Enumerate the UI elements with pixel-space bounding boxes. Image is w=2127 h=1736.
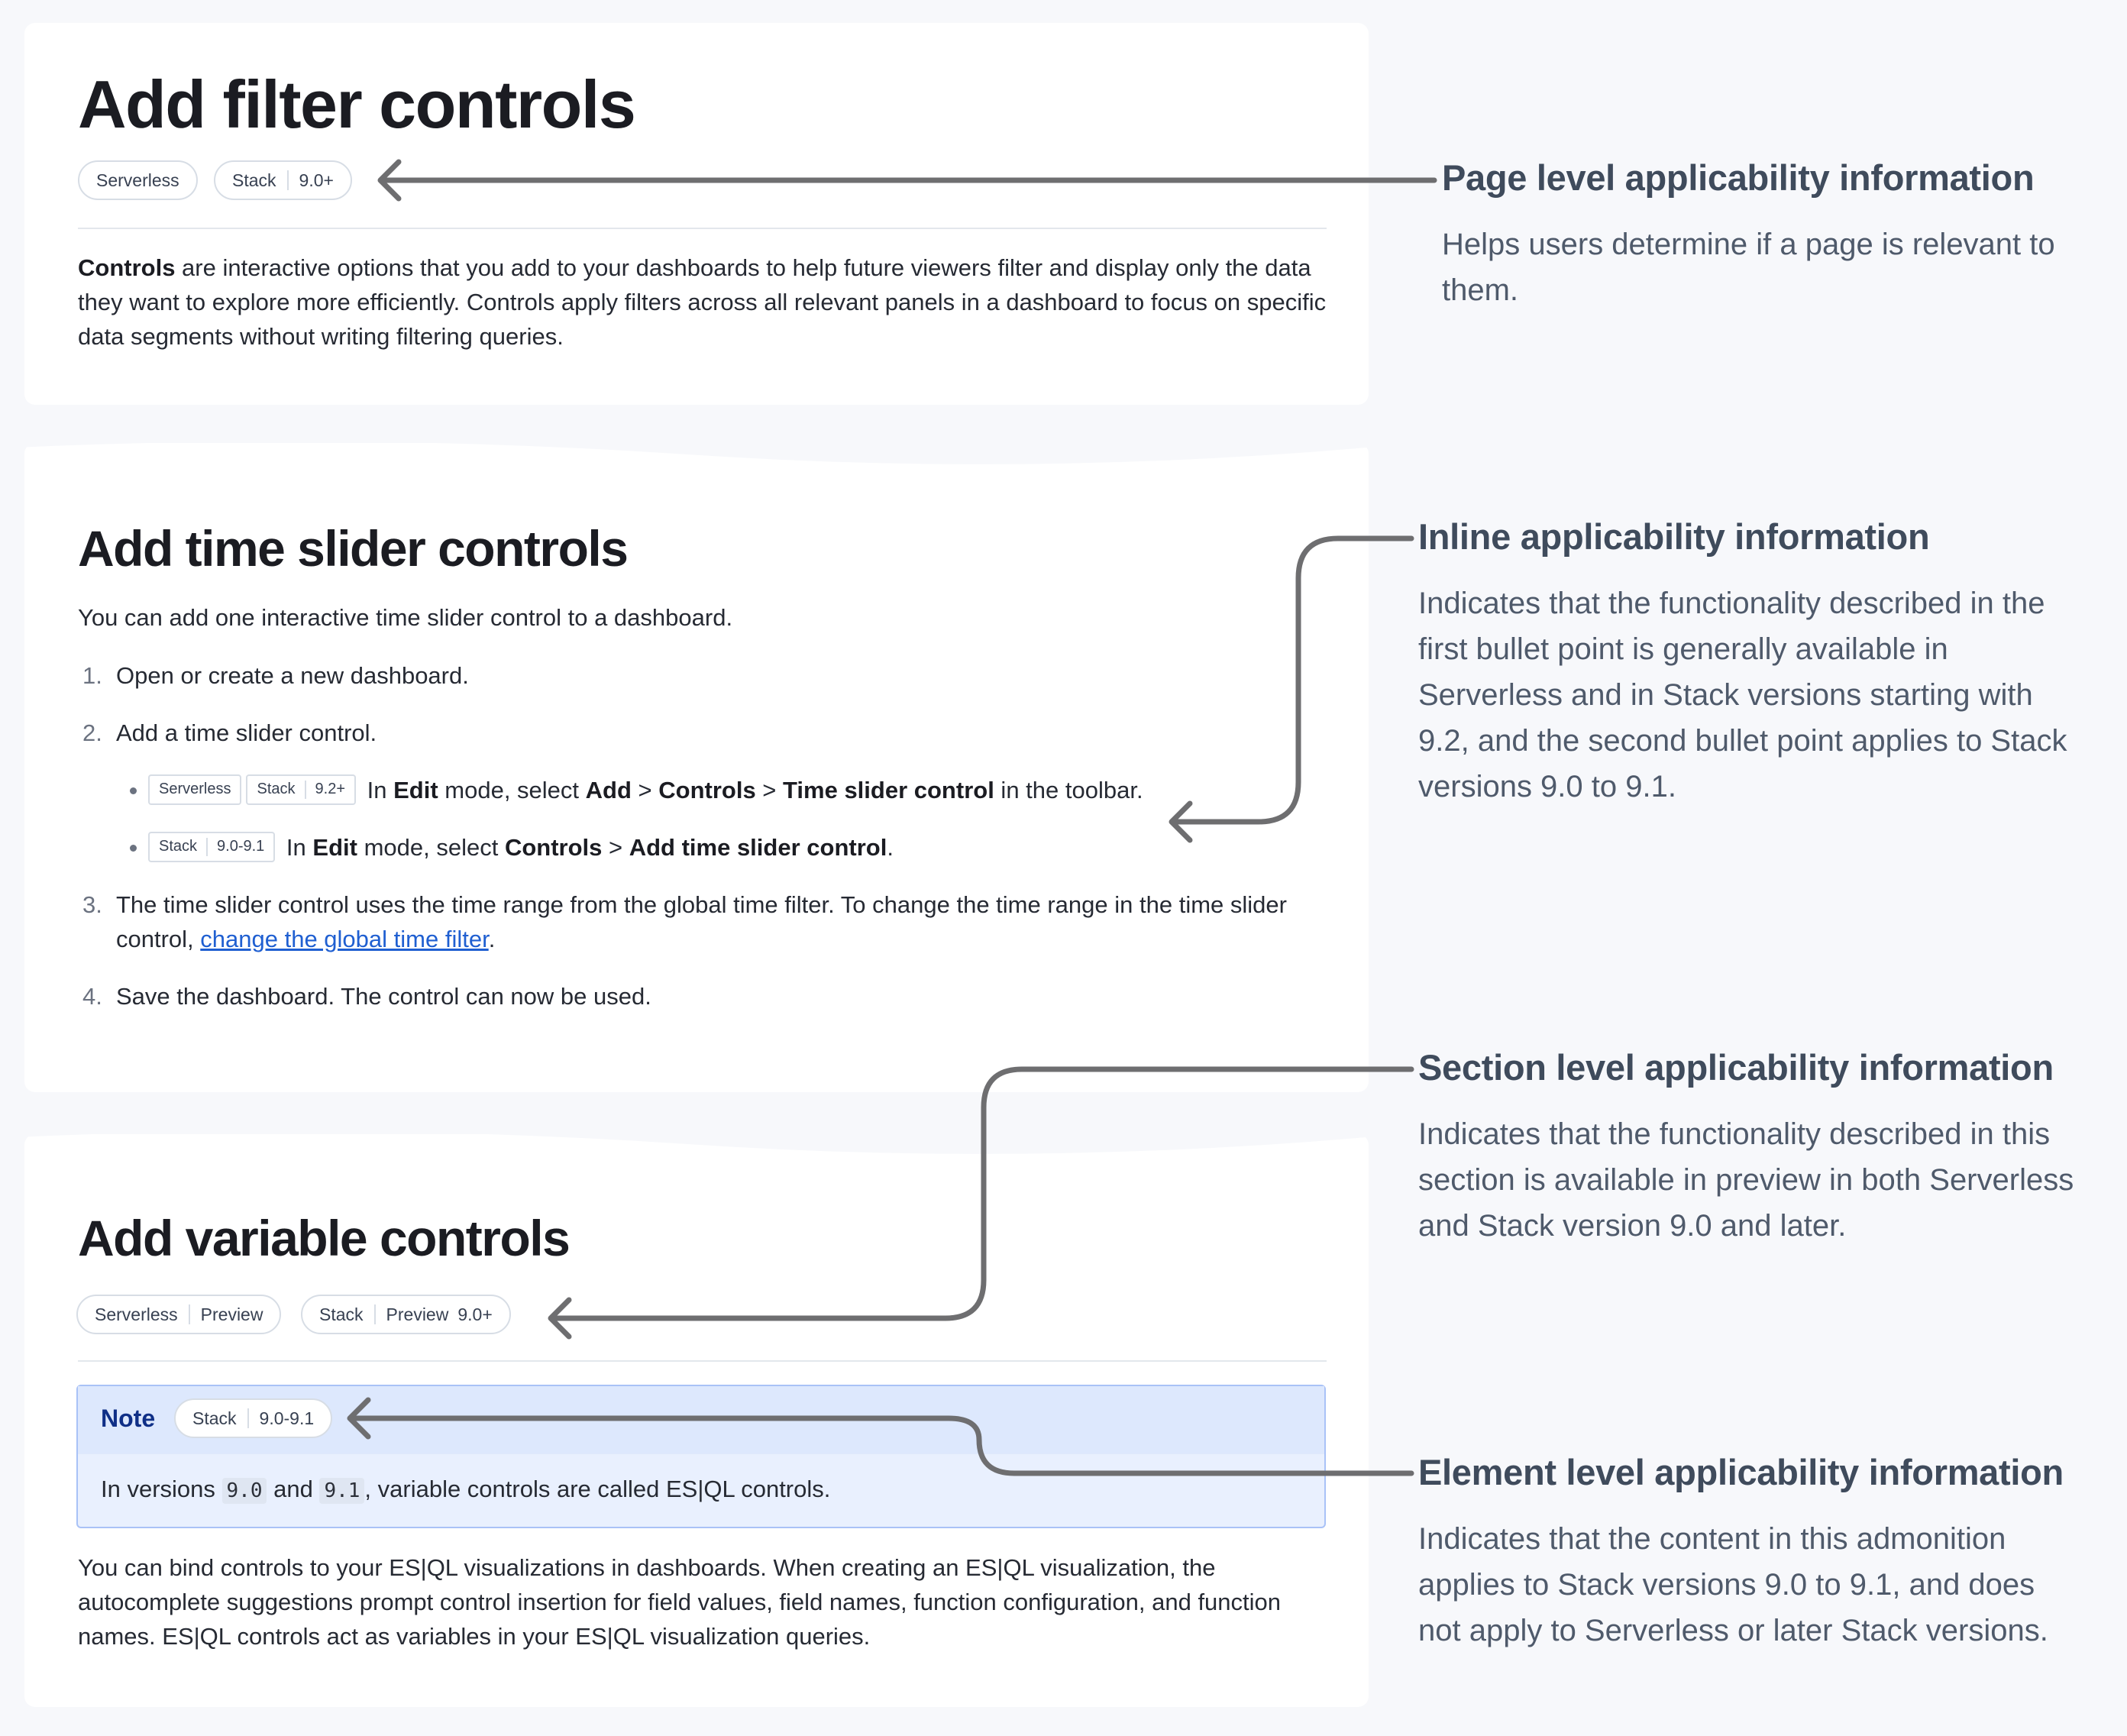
page-badge-serverless: Serverless (78, 160, 198, 200)
inline-badge-serverless: Serverless (148, 774, 242, 805)
time-slider-intro: You can add one interactive time slider … (78, 604, 733, 631)
arrow-head-element-level (347, 1397, 371, 1440)
arrow-head-inline-level (1169, 800, 1193, 843)
element-badge-stack-90-91: Stack 9.0-9.1 (174, 1398, 333, 1438)
variable-section-card: Add variable controls Serverless Preview… (24, 1134, 1369, 1707)
page-title: Add filter controls (78, 66, 636, 142)
section-separator (0, 1096, 1375, 1154)
annotation-desc-page-level: Helps users determine if a page is relev… (1442, 228, 2055, 307)
section-badge-serverless-preview: Serverless Preview (76, 1295, 282, 1334)
divider (78, 1360, 1327, 1362)
annotation-desc-element-level: Indicates that the content in this admon… (1418, 1522, 2048, 1647)
note-body: In versions 9.0 and 9.1, variable contro… (101, 1476, 831, 1504)
arrow-section-level (551, 1066, 1414, 1321)
annotation-title-inline-level: Inline applicability information (1418, 516, 1930, 557)
annotation-title-element-level: Element level applicability information (1418, 1452, 2064, 1492)
page-badge-stack: Stack 9.0+ (214, 160, 352, 200)
note-title: Note (101, 1405, 156, 1432)
global-time-filter-link[interactable]: change the global time filter (200, 926, 489, 952)
page-header-card: Add filter controls Serverless Stack 9.0… (24, 23, 1369, 405)
section-separator (0, 406, 1375, 464)
divider (78, 228, 1327, 229)
time-slider-heading: Add time slider controls (78, 520, 629, 577)
variable-heading: Add variable controls (78, 1210, 571, 1266)
variable-body: You can bind controls to your ES|QL visu… (78, 1554, 1282, 1650)
arrow-head-page-level (377, 159, 402, 202)
arrow-inline-level (1173, 535, 1414, 825)
page-intro: Controls are interactive options that yo… (78, 254, 1327, 350)
annotation-title-section-level: Section level applicability information (1418, 1047, 2054, 1088)
time-slider-section-card: Add time slider controls You can add one… (24, 443, 1369, 1092)
arrow-element-level (350, 1415, 1414, 1476)
arrow-head-section-level (548, 1297, 572, 1340)
annotation-desc-inline-level: Indicates that the functionality describ… (1418, 587, 2067, 803)
section-badge-stack-preview: Stack Preview 9.0+ (301, 1295, 511, 1334)
step-3: 3. The time slider control uses the time… (82, 891, 1287, 952)
annotation-title-page-level: Page level applicability information (1442, 157, 2035, 198)
annotation-desc-section-level: Indicates that the functionality describ… (1418, 1117, 2074, 1243)
note-admonition: Note Stack 9.0-9.1 In versions 9.0 and 9… (76, 1385, 1326, 1528)
